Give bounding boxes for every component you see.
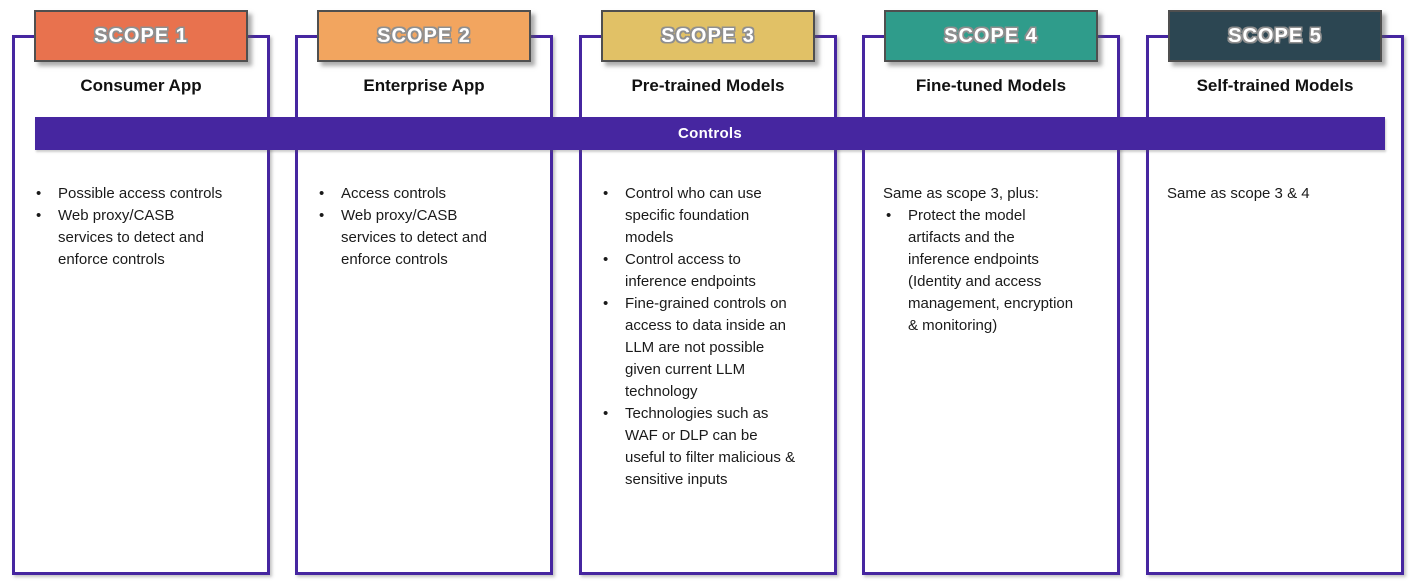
scope-4-badge: SCOPE 4 xyxy=(884,10,1098,62)
scope-2-content: Access controls Web proxy/CASB services … xyxy=(298,183,550,271)
bullet-item: Web proxy/CASB services to detect and en… xyxy=(316,205,512,271)
scope-4-column: SCOPE 4 Fine-tuned Models Same as scope … xyxy=(862,10,1120,575)
scope-2-column: SCOPE 2 Enterprise App Access controls W… xyxy=(295,10,553,575)
scope-4-title: Fine-tuned Models xyxy=(915,76,1067,95)
controls-banner-label: Controls xyxy=(677,125,743,142)
scope-3-badge: SCOPE 3 xyxy=(601,10,815,62)
scope-1-badge-label: SCOPE 1 xyxy=(94,24,188,47)
scope-1-content: Possible access controls Web proxy/CASB … xyxy=(15,183,267,271)
scope-3-bullet-list: Control who can use specific foundation … xyxy=(600,183,796,491)
scope-2-badge-label: SCOPE 2 xyxy=(377,24,471,47)
scope-4-content: Same as scope 3, plus: Protect the model… xyxy=(865,183,1117,337)
scope-2-title: Enterprise App xyxy=(363,76,485,95)
scope-4-bullet-list: Protect the model artifacts and the infe… xyxy=(883,205,1079,337)
bullet-item: Possible access controls xyxy=(33,183,229,205)
scope-1-column: SCOPE 1 Consumer App Possible access con… xyxy=(12,10,270,575)
scope-2-badge: SCOPE 2 xyxy=(317,10,531,62)
scope-1-bullet-list: Possible access controls Web proxy/CASB … xyxy=(33,183,229,271)
scope-5-badge: SCOPE 5 xyxy=(1168,10,1382,62)
scope-3-column: SCOPE 3 Pre-trained Models Control who c… xyxy=(579,10,837,575)
scope-4-badge-label: SCOPE 4 xyxy=(944,24,1038,47)
scope-5-intro: Same as scope 3 & 4 xyxy=(1167,185,1310,202)
bullet-item: Control access to inference endpoints xyxy=(600,249,796,293)
scope-4-intro: Same as scope 3, plus: xyxy=(883,185,1039,202)
scope-1-badge: SCOPE 1 xyxy=(34,10,248,62)
bullet-item: Technologies such as WAF or DLP can be u… xyxy=(600,403,796,491)
scope-2-bullet-list: Access controls Web proxy/CASB services … xyxy=(316,183,512,271)
scope-5-column: SCOPE 5 Self-trained Models Same as scop… xyxy=(1146,10,1404,575)
scope-1-title: Consumer App xyxy=(80,76,202,95)
scope-3-title: Pre-trained Models xyxy=(631,76,785,95)
scope-5-content: Same as scope 3 & 4 xyxy=(1149,183,1401,205)
bullet-item: Control who can use specific foundation … xyxy=(600,183,796,249)
scope-3-badge-label: SCOPE 3 xyxy=(661,24,755,47)
bullet-item: Web proxy/CASB services to detect and en… xyxy=(33,205,229,271)
scope-5-title: Self-trained Models xyxy=(1196,76,1354,95)
bullet-item: Fine-grained controls on access to data … xyxy=(600,293,796,403)
scope-3-content: Control who can use specific foundation … xyxy=(582,183,834,491)
bullet-item: Protect the model artifacts and the infe… xyxy=(883,205,1079,337)
controls-banner: Controls xyxy=(35,117,1385,150)
scope-5-badge-label: SCOPE 5 xyxy=(1228,24,1322,47)
bullet-item: Access controls xyxy=(316,183,512,205)
